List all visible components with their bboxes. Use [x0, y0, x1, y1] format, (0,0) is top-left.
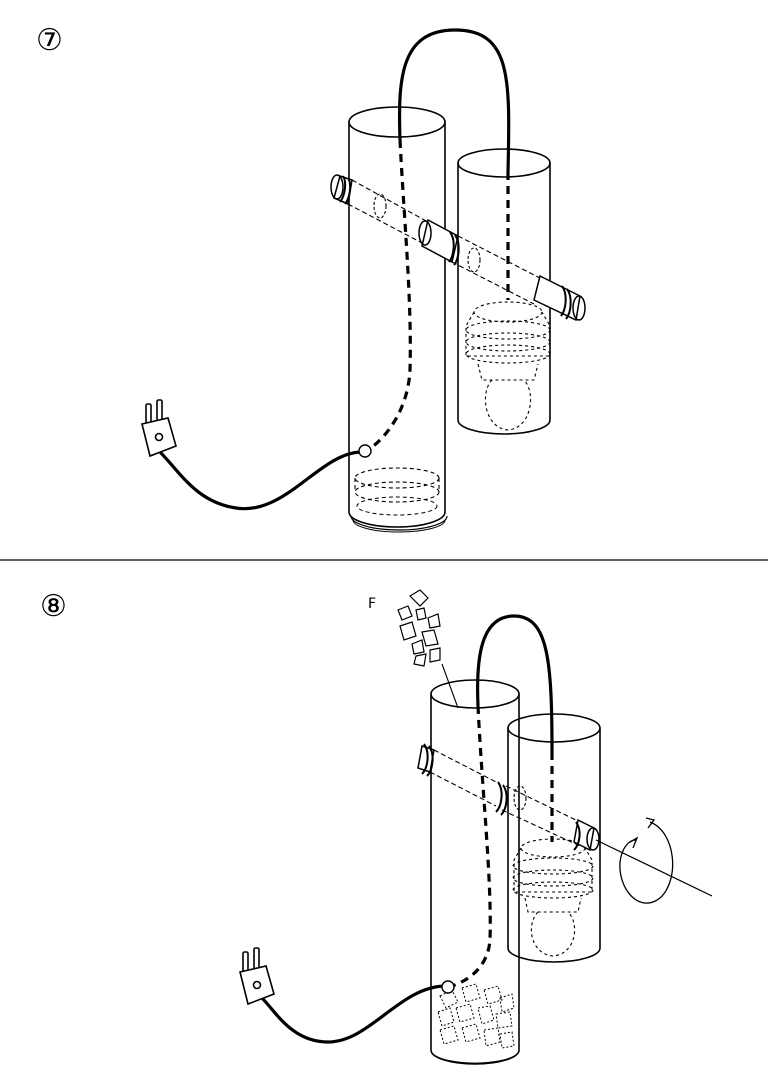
rotate-arrow-icon	[619, 817, 674, 904]
step-7-panel: ⑦	[36, 23, 586, 533]
step-8-panel: ⑧ F	[40, 589, 713, 1065]
mounting-rod	[330, 174, 586, 322]
tall-glass-tube	[348, 106, 448, 533]
power-plug-icon-8	[239, 947, 275, 1006]
lamp-socket-hidden-8	[512, 838, 594, 957]
pebbles-f	[397, 589, 441, 667]
pebbles-in-tube	[437, 983, 515, 1049]
mounting-rod-8	[417, 743, 600, 852]
part-label-f: F	[368, 596, 376, 612]
power-cord-step-7	[158, 28, 511, 511]
rotation-axis-line	[595, 839, 713, 897]
step-number-7: ⑦	[36, 23, 63, 58]
power-cord-step-8	[260, 614, 554, 1044]
short-glass-tube-8	[507, 713, 601, 963]
power-plug-icon	[141, 399, 177, 458]
leader-line-f	[441, 663, 459, 709]
step-number-8: ⑧	[40, 589, 67, 624]
lamp-socket-hidden	[465, 301, 551, 431]
tall-glass-tube-8	[430, 679, 520, 1065]
